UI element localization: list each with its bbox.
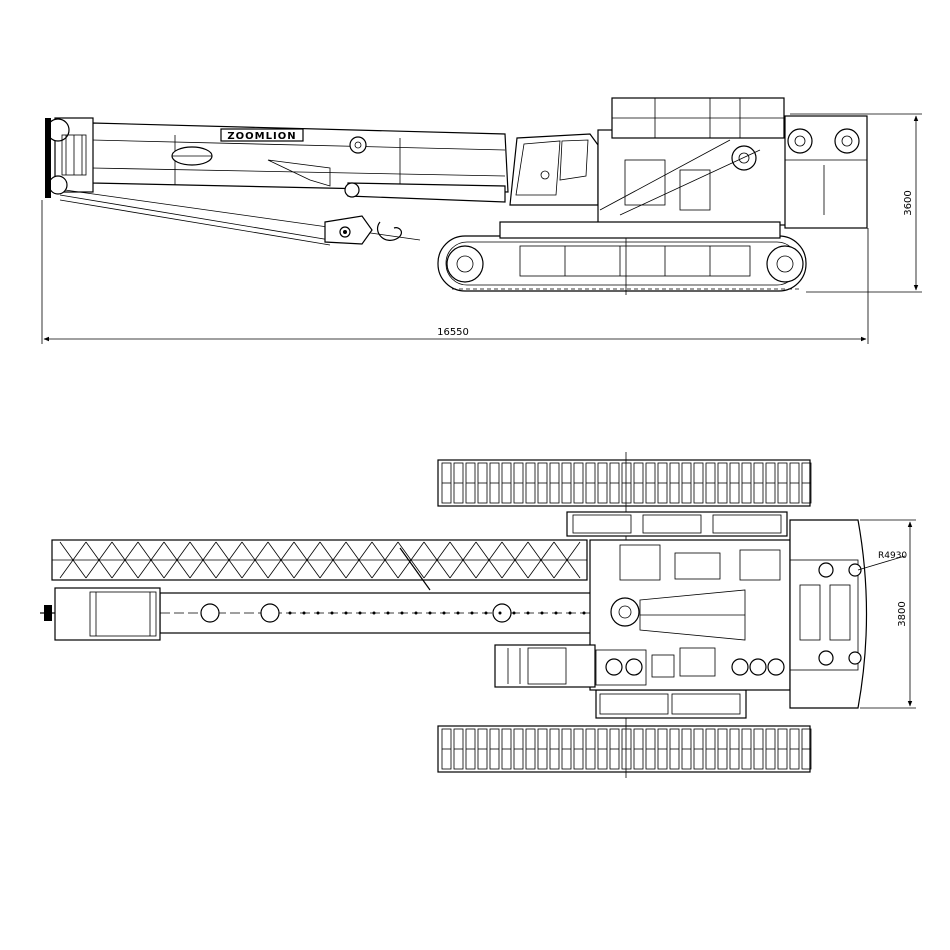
brand-logo: ZOOMLION xyxy=(227,131,296,142)
crawler-track-top-upper xyxy=(437,459,812,507)
superstructure xyxy=(597,97,791,226)
lattice-jib xyxy=(51,539,588,591)
counterweight-top xyxy=(789,519,868,709)
tail-radius-label: R4930 xyxy=(878,551,907,561)
boom-head xyxy=(45,117,94,198)
top-view: R4930 3800 xyxy=(40,452,916,778)
superstructure-top xyxy=(589,539,791,691)
crawler-track-side xyxy=(437,228,807,295)
brand-logo-plate xyxy=(220,128,304,142)
boom-head-top xyxy=(40,587,161,641)
operator-cab xyxy=(509,133,599,206)
dimension-length xyxy=(41,200,869,344)
dimension-width-label: 3800 xyxy=(897,601,908,626)
operator-cab-top xyxy=(494,644,596,688)
dimension-length-label: 16550 xyxy=(437,327,469,338)
carbody-panels xyxy=(566,511,788,719)
dimension-height xyxy=(790,113,922,293)
dimension-height-label: 3600 xyxy=(903,190,914,215)
telescopic-boom xyxy=(91,122,509,203)
main-boom-top xyxy=(159,592,601,634)
slewing-ring xyxy=(499,221,781,239)
crawler-track-top-lower xyxy=(437,725,812,773)
hook-block-icon xyxy=(324,215,402,245)
tail-radius-leader xyxy=(857,555,906,571)
dimension-width xyxy=(860,519,916,709)
side-view: ZOOMLION xyxy=(41,97,922,344)
counterweight xyxy=(784,115,868,229)
